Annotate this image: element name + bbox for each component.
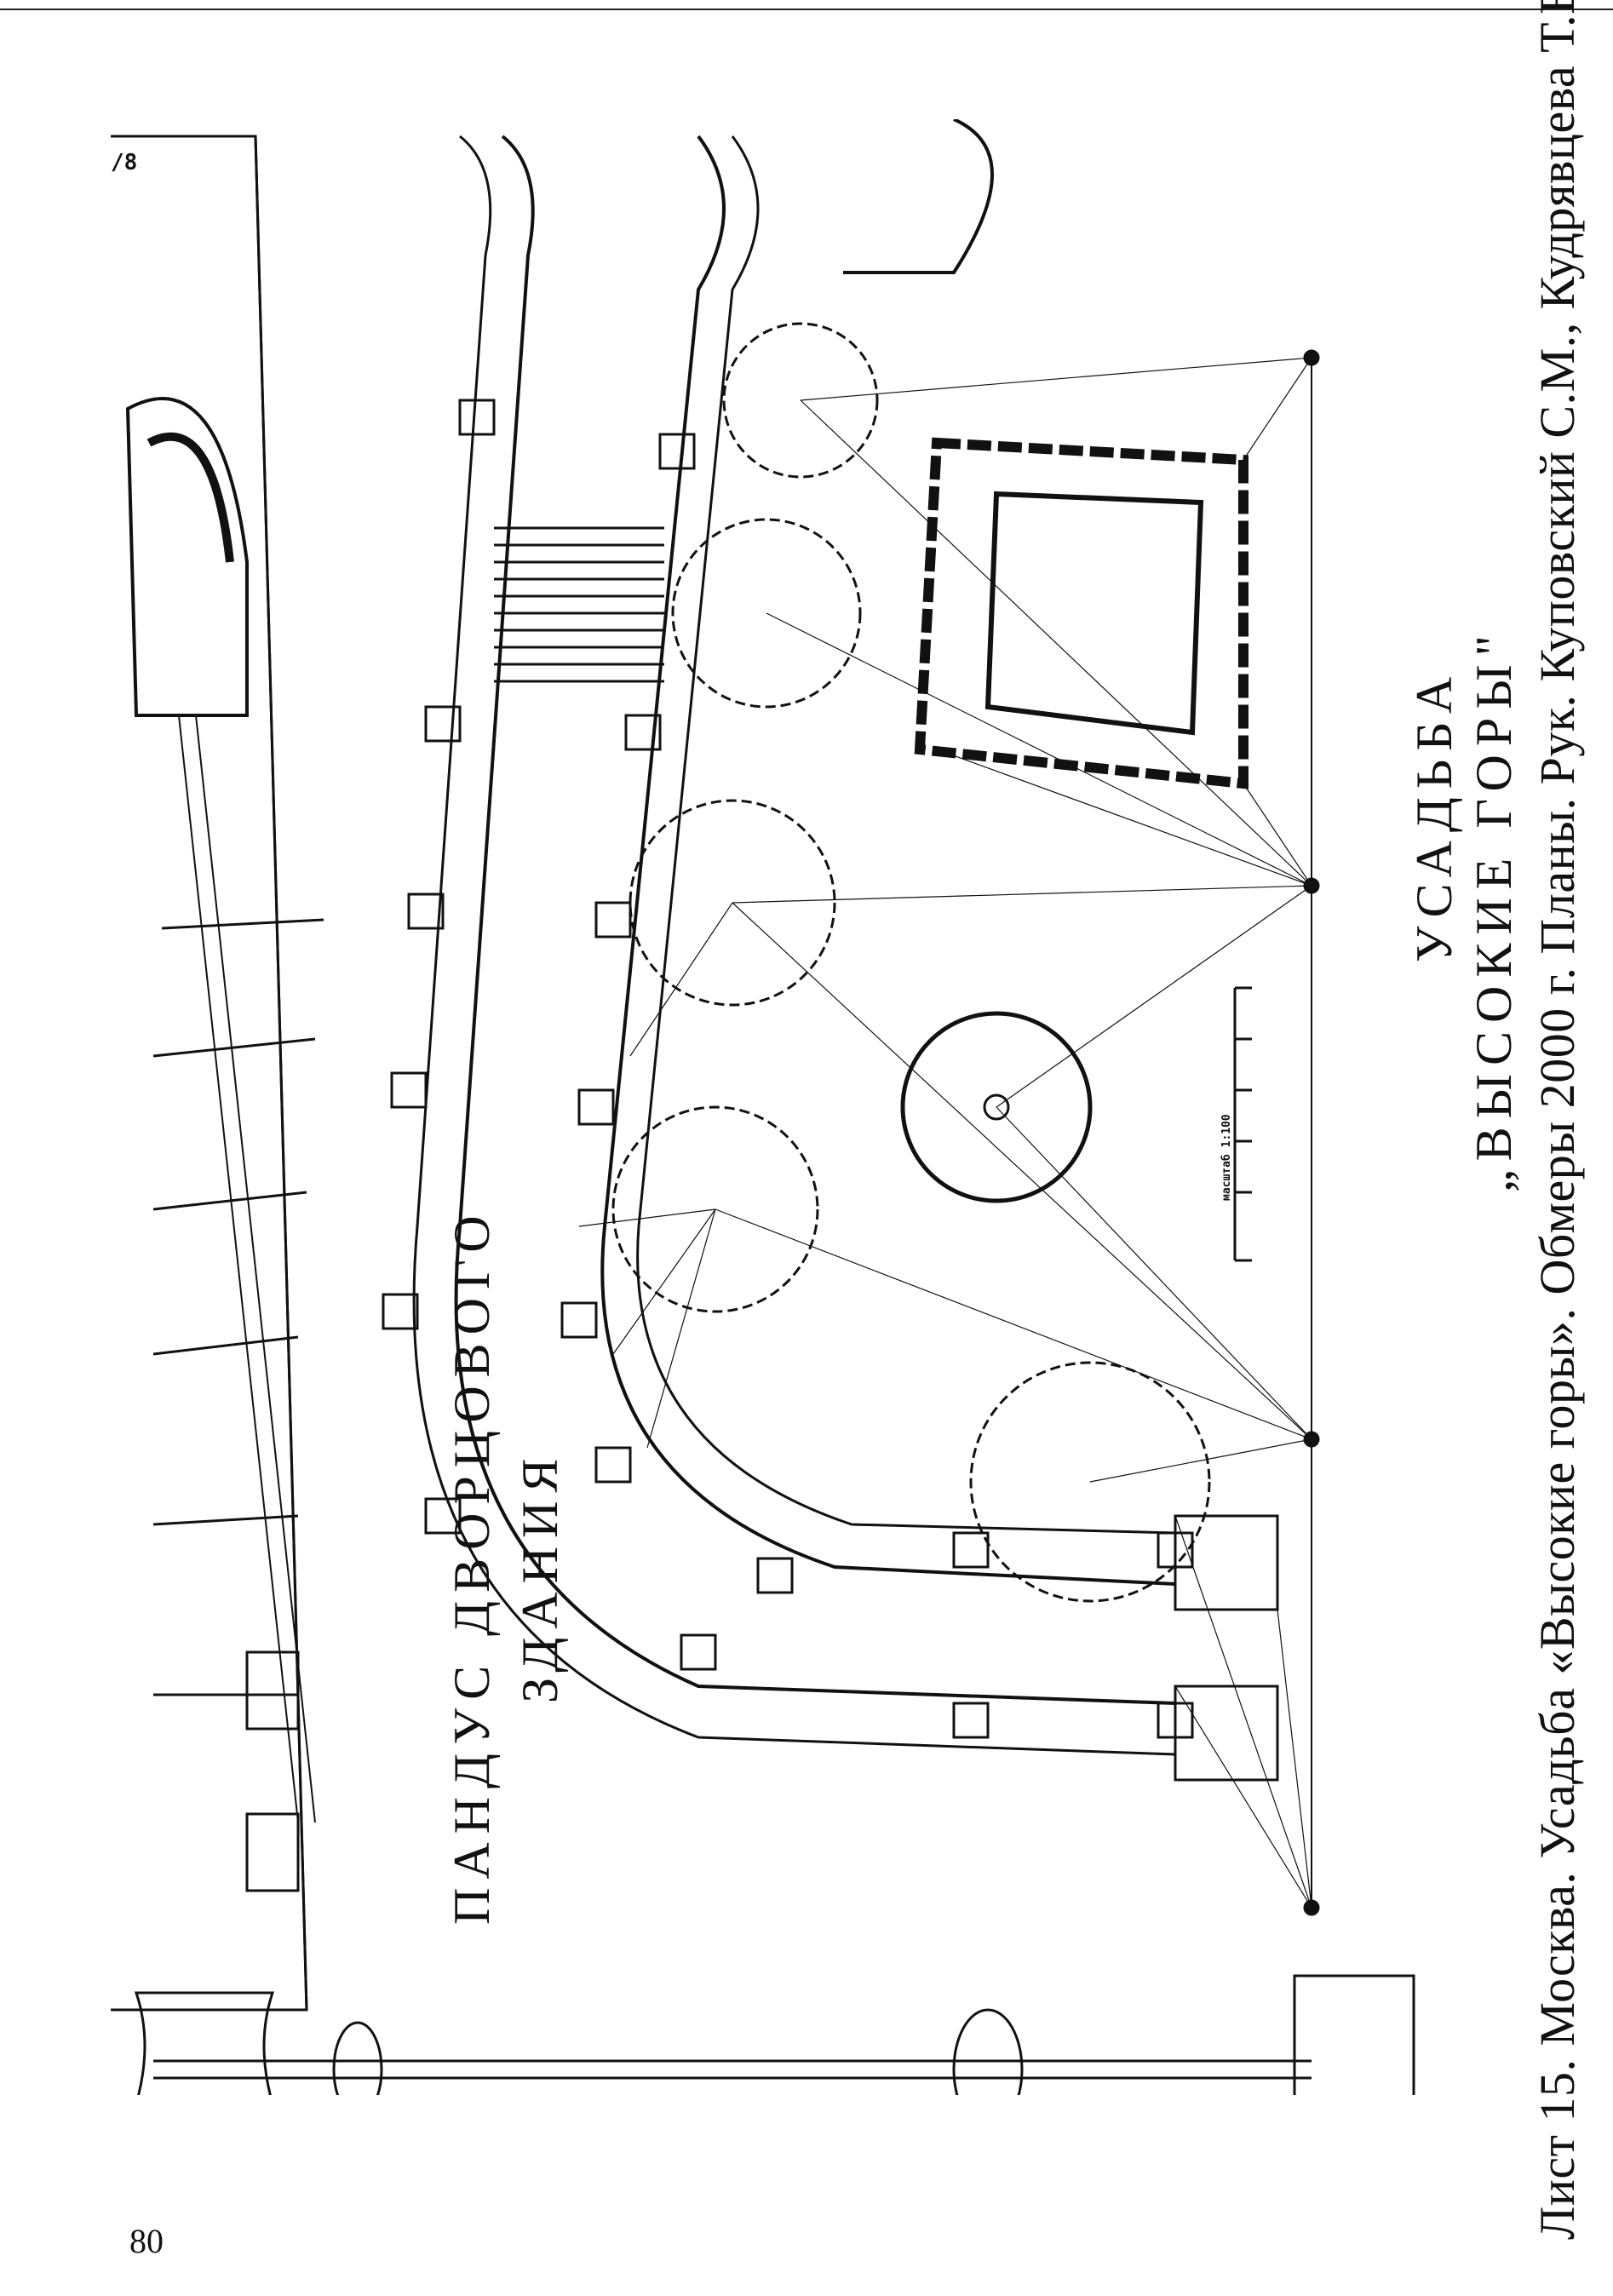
- ramp-outer-edge: [454, 135, 1176, 1705]
- arched-niche: [125, 397, 249, 717]
- ramp-inner-edge-2: [636, 135, 1176, 1535]
- corner-mark: /8: [111, 150, 138, 175]
- survey-stations: [1303, 349, 1320, 1916]
- tree-canopies: [611, 322, 1211, 1603]
- ramp-inner-edge: [600, 135, 1176, 1586]
- lamp-post: [153, 2059, 1312, 2080]
- plan-drawing: [111, 119, 1415, 2095]
- ramp-outer-edge-2: [412, 135, 1176, 1756]
- page-number: 80: [129, 2222, 164, 2260]
- balustrade-posts: [382, 399, 1194, 1739]
- scale-label: масштаб 1:100: [1220, 1114, 1233, 1201]
- scale-bar: [1233, 986, 1252, 1262]
- lamp-lantern: [134, 1991, 275, 2095]
- ramp-steps: [494, 526, 664, 683]
- title-estate-line2: „ВЫСОКИЕ ГОРЫ": [1466, 626, 1522, 1192]
- top-edge-rule: [0, 9, 1613, 10]
- ramp-end-block-a: [1174, 1514, 1279, 1611]
- measured-drawing-plate: /8 масштаб 1:100: [102, 119, 1499, 2095]
- title-ramp-line2: ЗДАНИЯ: [512, 1449, 568, 1703]
- lamp-base: [1293, 1974, 1415, 2095]
- figure-caption: Лист 15. Москва. Усадьба «Высокие горы».…: [1530, 0, 1585, 2240]
- title-ramp-line1: ПАНДУС ДВОРЦОВОГО: [444, 1207, 500, 1925]
- survey-rays: [578, 357, 1312, 1909]
- title-estate-line1: УСАДЬБА: [1406, 668, 1462, 962]
- pier-upper: [245, 1650, 300, 1731]
- ramp-end-block-b: [1174, 1685, 1279, 1782]
- pier-lower: [245, 1812, 300, 1892]
